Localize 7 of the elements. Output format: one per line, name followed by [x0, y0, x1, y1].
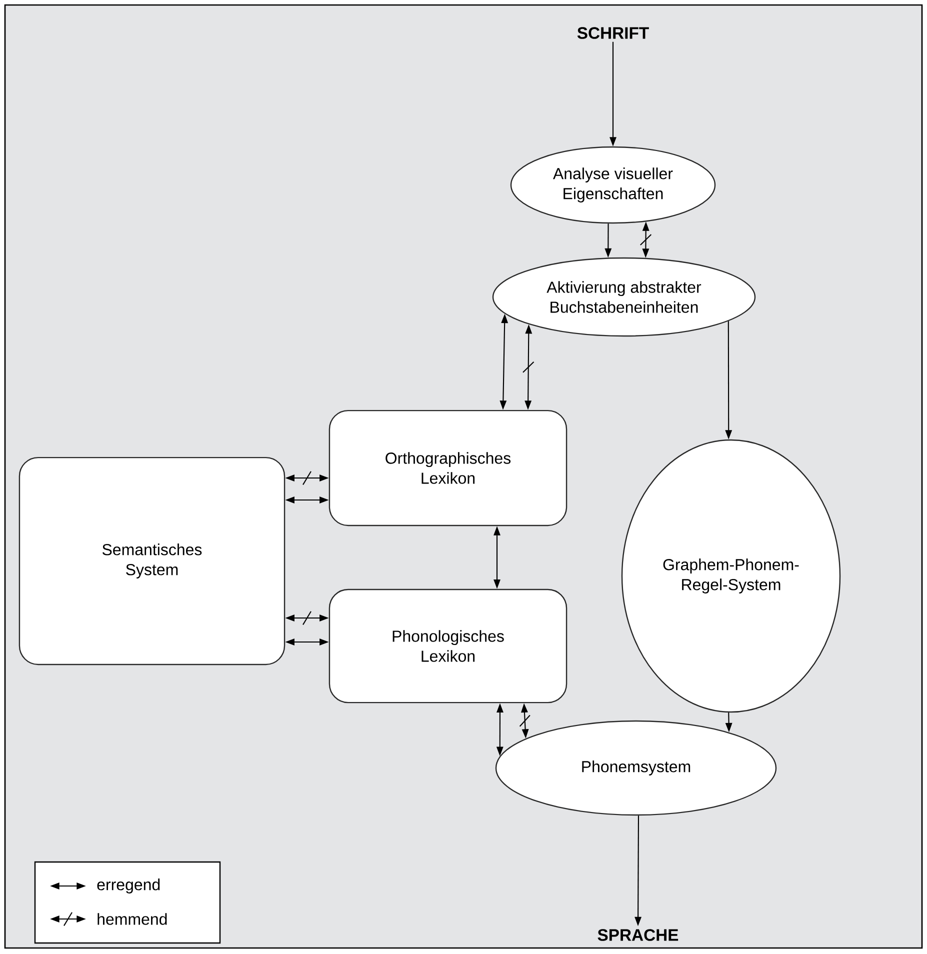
process-box: Orthographisches Lexikon	[328, 410, 568, 526]
heading-text: SCHRIFT	[577, 27, 649, 39]
process-box: Phonologisches Lexikon	[328, 588, 568, 704]
heading-text: SPRACHE	[598, 929, 678, 941]
legend-label: erregend	[97, 878, 160, 894]
process-box: Semantisches System	[18, 456, 286, 666]
legend-label: hemmend	[98, 913, 167, 925]
